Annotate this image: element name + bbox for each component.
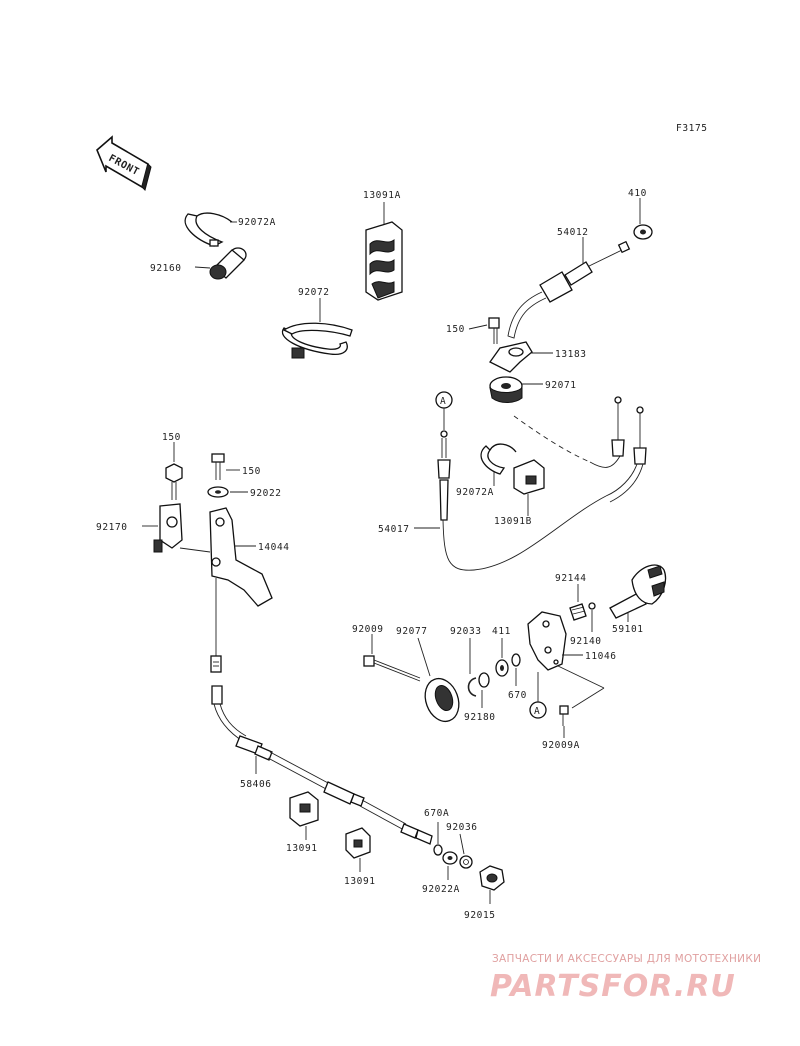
callout-a-bottom-label: A — [534, 706, 540, 717]
label-92072A-top: 92072A — [238, 217, 276, 228]
part-92180-washer — [478, 672, 490, 688]
part-92160-grommet — [209, 247, 247, 280]
part-92071-holder — [489, 376, 523, 403]
watermark-logo: PARTSFOR.RU — [490, 969, 736, 1004]
label-150-mid: 150 — [242, 466, 261, 477]
part-59101-shaft — [609, 564, 667, 619]
label-92022A: 92022A — [422, 884, 460, 895]
part-92072-tie-band — [281, 322, 353, 359]
label-13091B: 13091B — [494, 516, 532, 527]
label-92009: 92009 — [352, 624, 384, 635]
part-54012-throttle-cable — [507, 240, 631, 339]
label-13091-right: 13091 — [344, 876, 376, 887]
part-92009-bolt — [363, 655, 421, 682]
part-150-top-bolt — [488, 317, 500, 344]
part-92009A-bolt — [559, 705, 569, 726]
label-150-left: 150 — [162, 432, 181, 443]
label-92036: 92036 — [446, 822, 478, 833]
label-13091-left: 13091 — [286, 843, 318, 854]
label-92009A: 92009A — [542, 740, 580, 751]
label-54012: 54012 — [557, 227, 589, 238]
callout-a-bottom: A — [529, 701, 547, 719]
label-92180: 92180 — [464, 712, 496, 723]
part-92077-knob — [424, 677, 460, 723]
part-cable-ends-right — [605, 396, 647, 503]
part-92072A-band — [184, 212, 233, 247]
part-92140-pin — [588, 602, 596, 610]
callout-a-top-label: A — [440, 396, 446, 407]
label-92144: 92144 — [555, 573, 587, 584]
label-411: 411 — [492, 626, 511, 637]
part-92015-nut — [479, 865, 505, 891]
part-92036-lockwasher — [459, 855, 473, 869]
part-92170-clamp — [153, 503, 183, 553]
front-arrow-icon: FRONT — [96, 135, 152, 191]
label-92077: 92077 — [396, 626, 428, 637]
part-92022A-washer — [442, 851, 458, 865]
label-92015: 92015 — [464, 910, 496, 921]
label-58406: 58406 — [240, 779, 272, 790]
label-410: 410 — [628, 188, 647, 199]
label-92033: 92033 — [450, 626, 482, 637]
part-14044-bracket — [209, 507, 273, 607]
label-59101: 59101 — [612, 624, 644, 635]
part-670A-ring — [433, 844, 443, 856]
part-11046-cover — [527, 611, 567, 671]
label-92071: 92071 — [545, 380, 577, 391]
part-92022-washer — [207, 486, 229, 498]
part-92033-clip — [467, 677, 477, 697]
label-11046: 11046 — [585, 651, 617, 662]
callout-a-top: A — [435, 391, 453, 409]
part-411-washer — [495, 659, 509, 677]
part-13183-bracket — [489, 341, 533, 373]
watermark-tagline: ЗАПЧАСТИ И АКСЕССУАРЫ ДЛЯ МОТОТЕХНИКИ — [492, 953, 761, 965]
part-13091B-clamp — [513, 459, 545, 495]
part-54017-choke-cable — [437, 408, 607, 571]
part-150-left-bolt — [165, 463, 183, 500]
label-92072: 92072 — [298, 287, 330, 298]
label-92160: 92160 — [150, 263, 182, 274]
label-92072A-mid: 92072A — [456, 487, 494, 498]
part-92144-spring — [569, 603, 587, 621]
label-92170: 92170 — [96, 522, 128, 533]
part-13091-right-clamp — [345, 827, 371, 859]
part-150-mid-bolt — [211, 453, 225, 480]
part-410-washer — [633, 224, 653, 240]
watermark: ЗАПЧАСТИ И АКСЕССУАРЫ ДЛЯ МОТОТЕХНИКИ PA… — [490, 953, 761, 1004]
label-670A: 670A — [424, 808, 449, 819]
part-13091-left-clamp — [289, 791, 319, 827]
label-13183: 13183 — [555, 349, 587, 360]
label-92022: 92022 — [250, 488, 282, 499]
figure-code: F3175 — [676, 123, 708, 134]
part-92072A-mid-band — [480, 443, 517, 475]
label-92140: 92140 — [570, 636, 602, 647]
part-13091A-clamp — [365, 221, 403, 301]
label-150-top: 150 — [446, 324, 465, 335]
label-13091A: 13091A — [363, 190, 401, 201]
label-14044: 14044 — [258, 542, 290, 553]
label-54017: 54017 — [378, 524, 410, 535]
part-670-ring — [511, 653, 521, 667]
part-58406-cable — [210, 652, 433, 845]
label-670: 670 — [508, 690, 527, 701]
